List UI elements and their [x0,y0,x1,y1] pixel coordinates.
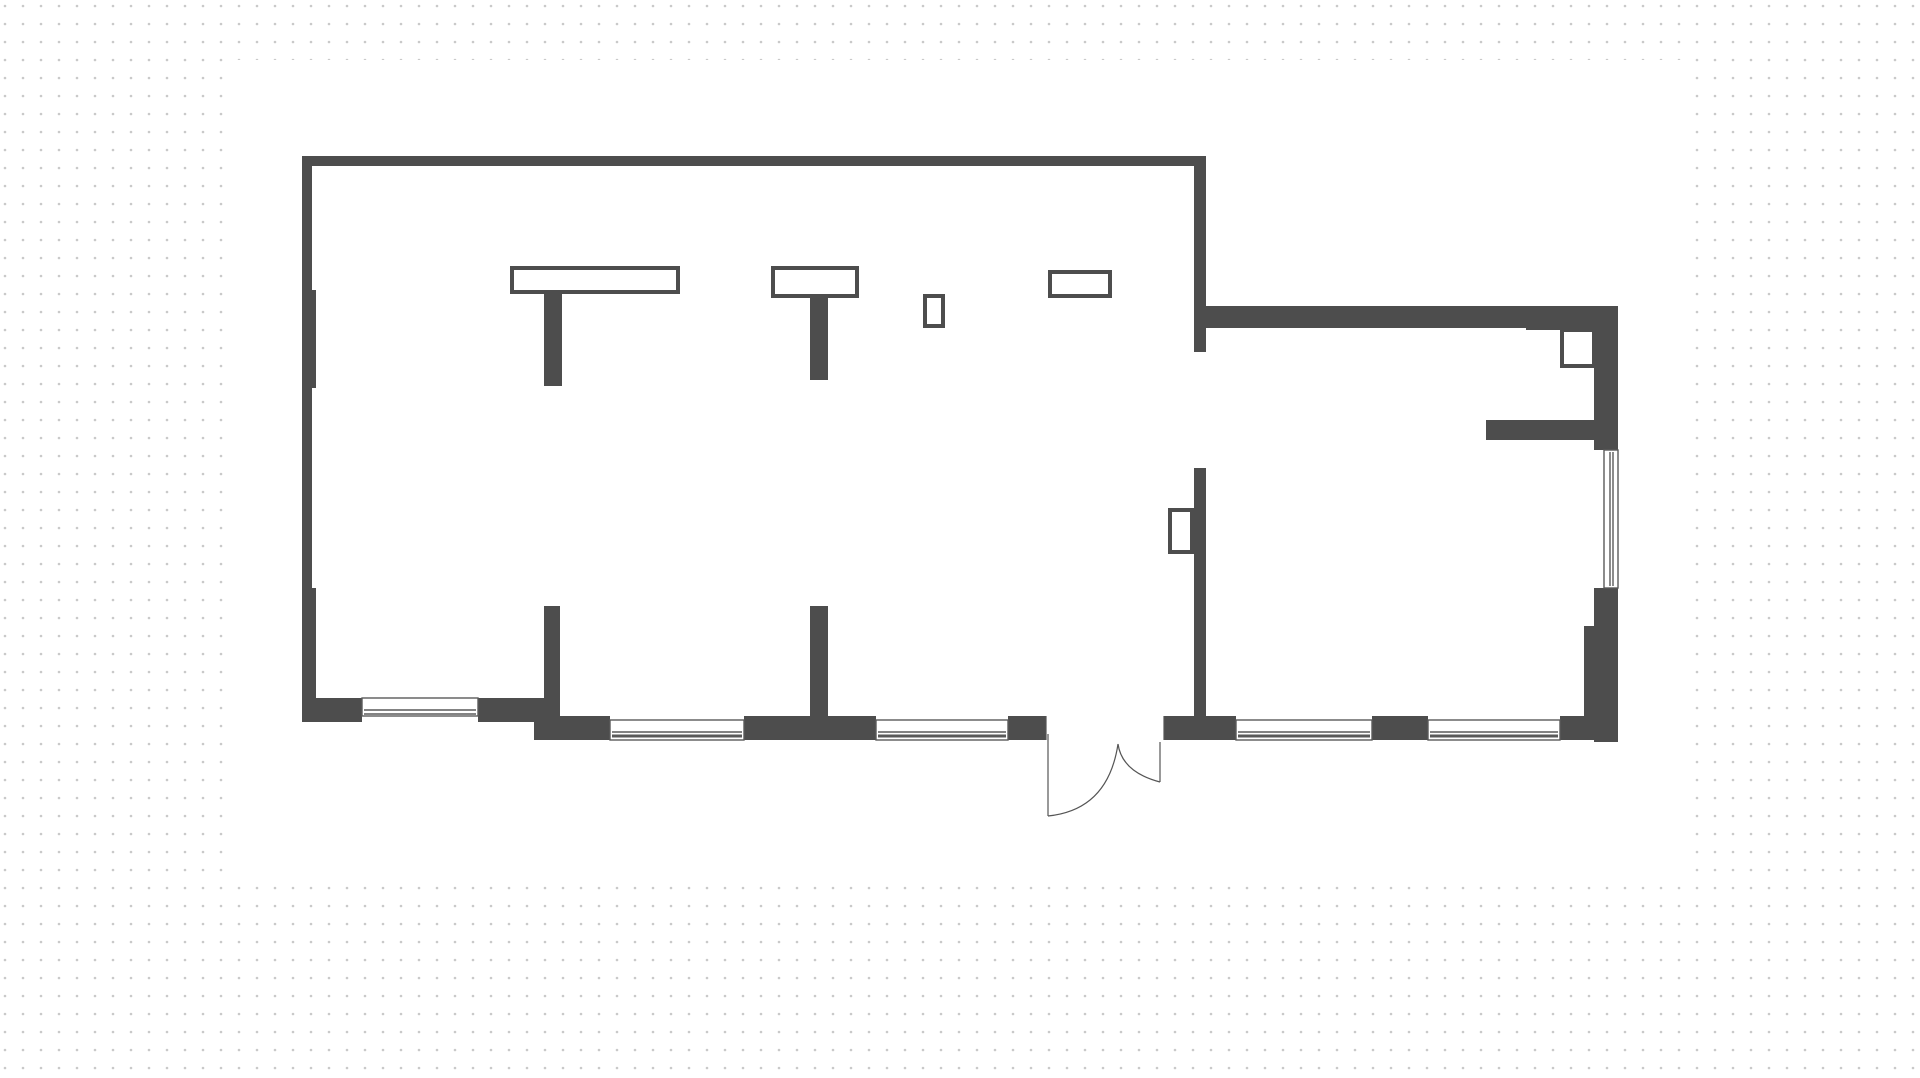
fixture-annex-box [1560,328,1596,368]
window-right [1603,449,1619,589]
windows [361,449,1619,741]
partition-mid-lower [810,606,828,718]
walls [302,156,1618,742]
wall-bottom-right-b [1372,716,1428,740]
wall-mid-lower [1194,468,1206,716]
wall-bottom-right-a [1164,716,1236,740]
fixture-counter-right [1048,270,1112,298]
door-swing-left [1047,743,1119,817]
entrance-door [1045,716,1165,817]
wall-annex-top [1206,306,1596,328]
wall-left [302,156,312,722]
wall-left-thick-b [302,588,316,698]
fixture-annex-ledge [1526,326,1596,330]
wall-annex-right-upper [1594,306,1618,450]
fixtures [510,266,1596,554]
wall-bottom-far-left [302,698,362,722]
wall-bottom-mid-a [744,716,876,740]
window-bottom-left [361,697,479,717]
wall-left-thick-a [302,290,316,388]
wall-annex-right-inner [1584,626,1596,718]
wall-top [302,156,1206,166]
wall-bottom-right-c [1560,716,1618,740]
wall-bottom-mid-b [1008,716,1046,740]
window-bottom-3 [875,719,1009,741]
fixture-counter-mid [771,266,859,298]
partition-left-lower [544,606,560,718]
window-bottom-5 [1427,719,1561,741]
door-swing-right [1117,743,1161,783]
window-bottom-2 [609,719,745,741]
wall-annex-partition [1486,420,1596,440]
partition-left-upper [544,290,562,386]
wall-mid-upper [1194,156,1206,352]
wall-step [534,716,610,740]
fixture-counter-left [510,266,680,294]
wall-bottom-left-b [478,698,544,722]
fixture-small-box [923,294,945,328]
fixture-wall-panel [1168,508,1194,554]
window-bottom-4 [1235,719,1373,741]
partition-mid-upper [810,290,828,380]
